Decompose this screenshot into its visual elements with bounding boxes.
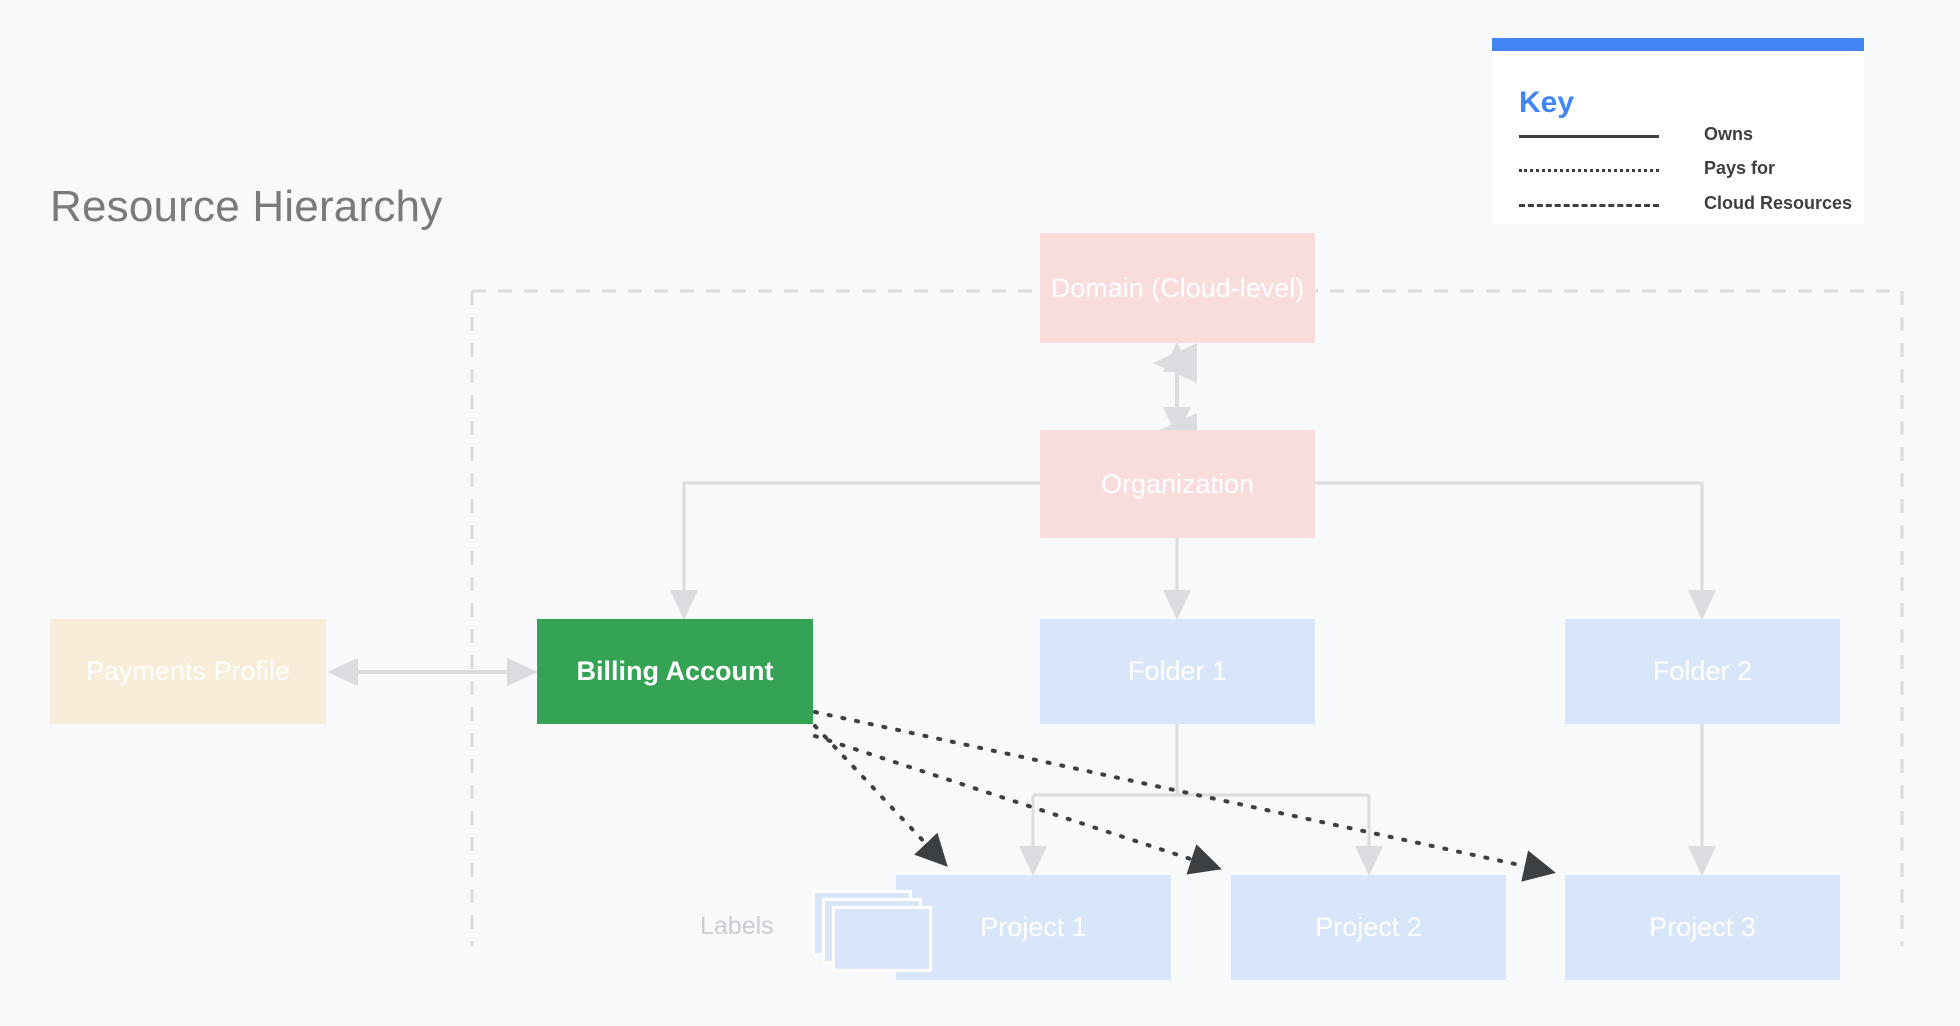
labels-stack-icon: [812, 890, 932, 978]
key-row-owns-label: Owns: [1704, 124, 1754, 144]
node-project-1-label: Project 1: [980, 912, 1087, 943]
node-folder-2-label: Folder 2: [1652, 656, 1753, 687]
node-folder-2[interactable]: Folder 2: [1565, 619, 1840, 724]
edge-organization-folder2: [1315, 481, 1716, 620]
node-project-3[interactable]: Project 3: [1565, 875, 1840, 980]
node-project-2-label: Project 2: [1315, 912, 1422, 943]
node-project-3-label: Project 3: [1649, 912, 1756, 943]
key-row-pays-for-label: Pays for: [1704, 158, 1776, 178]
key-dotted-line-icon: [1519, 169, 1659, 172]
node-project-2[interactable]: Project 2: [1231, 875, 1506, 980]
node-billing-account[interactable]: Billing Account: [537, 619, 813, 724]
edge-folder2-project3: [1688, 723, 1716, 876]
edge-domain-organization: [1153, 342, 1197, 453]
page-title: Resource Hierarchy: [50, 182, 443, 231]
node-project-1[interactable]: Project 1: [896, 875, 1171, 980]
key-title: Key: [1519, 86, 1575, 119]
key-legend-card: Key Owns Pays for Cloud Resources: [1492, 38, 1864, 224]
edge-billing-pays-projects: [813, 710, 1556, 882]
node-domain[interactable]: Domain (Cloud-level): [1040, 233, 1315, 343]
key-row-cloud-resources: Cloud Resources: [1519, 193, 1854, 215]
node-organization[interactable]: Organization: [1040, 430, 1315, 538]
node-domain-label: Domain (Cloud-level): [1050, 272, 1305, 303]
node-folder-1-label: Folder 1: [1127, 656, 1228, 687]
key-accent-bar: [1492, 38, 1864, 51]
edge-organization-billing: [670, 481, 1040, 620]
edge-folder1-projects: [1019, 723, 1383, 876]
node-organization-label: Organization: [1100, 468, 1255, 499]
node-billing-account-label: Billing Account: [576, 656, 774, 687]
key-solid-line-icon: [1519, 135, 1659, 138]
key-row-pays-for: Pays for: [1519, 158, 1854, 180]
labels-annotation: Labels: [700, 912, 774, 940]
key-row-cloud-resources-label: Cloud Resources: [1704, 193, 1853, 213]
node-payments-profile[interactable]: Payments Profile: [50, 619, 326, 724]
edge-organization-folder1: [1163, 535, 1191, 620]
edge-payments-billing: [327, 658, 538, 686]
label-card-front: [832, 906, 932, 972]
node-payments-profile-label: Payments Profile: [85, 656, 291, 687]
key-dashed-line-icon: [1519, 204, 1659, 207]
node-folder-1[interactable]: Folder 1: [1040, 619, 1315, 724]
key-row-owns: Owns: [1519, 124, 1854, 146]
